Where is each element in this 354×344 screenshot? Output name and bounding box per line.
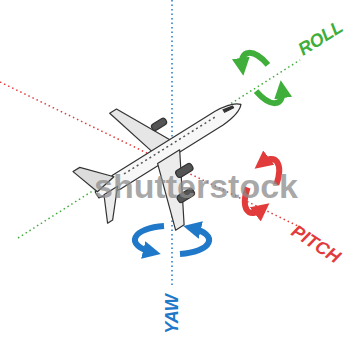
watermark: shutterstock (94, 169, 298, 203)
pitch-label: PITCH (288, 222, 343, 267)
pitch-axis (0, 82, 302, 228)
roll-axis (18, 60, 300, 238)
airplane (57, 52, 279, 260)
roll-arrow (236, 47, 287, 109)
yaw-arrow (135, 226, 209, 254)
yaw-label: YAW (163, 294, 181, 334)
roll-label: ROLL (294, 17, 345, 58)
